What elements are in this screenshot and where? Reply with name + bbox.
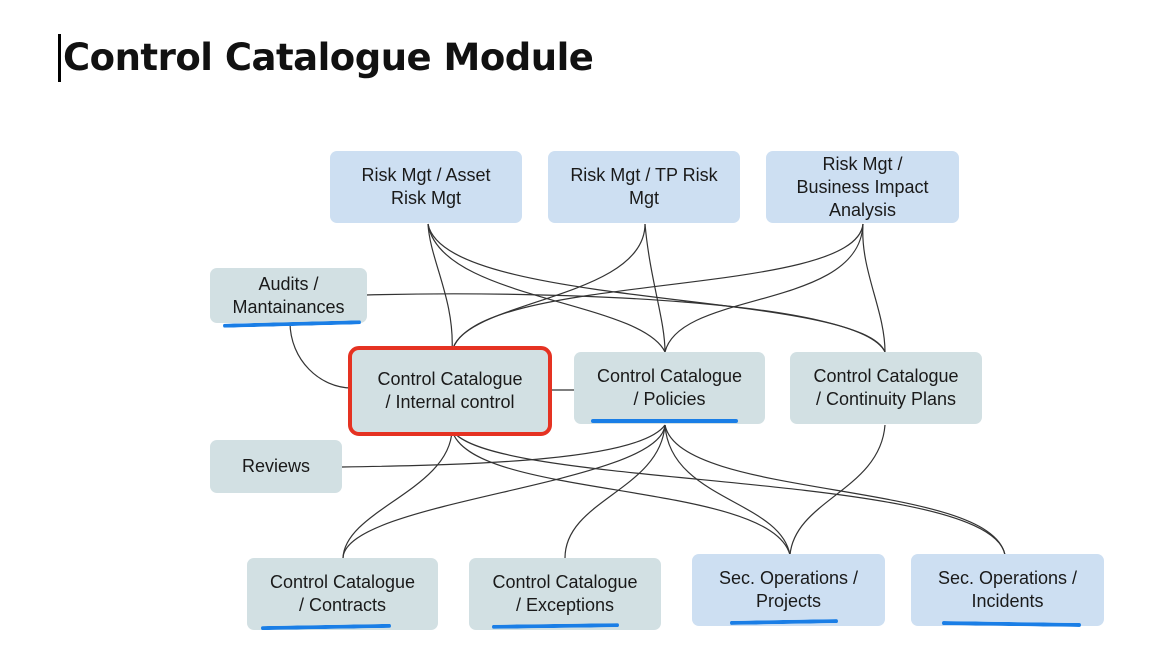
node-asset-risk-mgt[interactable]: Risk Mgt / Asset Risk Mgt [330, 151, 522, 223]
link-bia-continuity [862, 223, 886, 353]
node-continuity-plans[interactable]: Control Catalogue / Continuity Plans [790, 352, 982, 424]
underline-policies [591, 419, 738, 423]
node-contracts[interactable]: Control Catalogue / Contracts [247, 558, 438, 630]
link-internal-contracts [342, 429, 453, 559]
node-incidents[interactable]: Sec. Operations / Incidents [911, 554, 1104, 626]
node-policies[interactable]: Control Catalogue / Policies [574, 352, 765, 424]
node-exceptions[interactable]: Control Catalogue / Exceptions [469, 558, 661, 630]
node-projects[interactable]: Sec. Operations / Projects [692, 554, 885, 626]
link-bia-internal [451, 223, 864, 353]
link-tp-internal [451, 223, 646, 353]
link-asset-policies [427, 223, 666, 353]
link-policies-exceptions [564, 424, 666, 559]
link-audits-continuity [365, 293, 886, 353]
link-audits-internal [289, 321, 353, 389]
link-policies-contracts [342, 424, 666, 559]
link-policies-projects [664, 424, 791, 556]
node-audits[interactable]: Audits / Mantainances [210, 268, 367, 323]
link-policies-incidents [664, 424, 1006, 556]
link-asset-continuity [427, 223, 886, 353]
page-title: Control Catalogue Module [58, 34, 594, 82]
link-continuity-projects [789, 424, 886, 556]
node-internal-control[interactable]: Control Catalogue / Internal control [348, 346, 552, 436]
node-reviews[interactable]: Reviews [210, 440, 342, 493]
link-internal-incidents [451, 429, 1006, 556]
link-bia-policies [664, 223, 864, 353]
node-business-impact-analysis[interactable]: Risk Mgt / Business Impact Analysis [766, 151, 959, 223]
link-asset-internal [427, 223, 453, 353]
link-internal-projects [451, 429, 791, 556]
node-tp-risk-mgt[interactable]: Risk Mgt / TP Risk Mgt [548, 151, 740, 223]
link-reviews-policies [341, 424, 666, 468]
link-tp-policies [644, 223, 666, 353]
